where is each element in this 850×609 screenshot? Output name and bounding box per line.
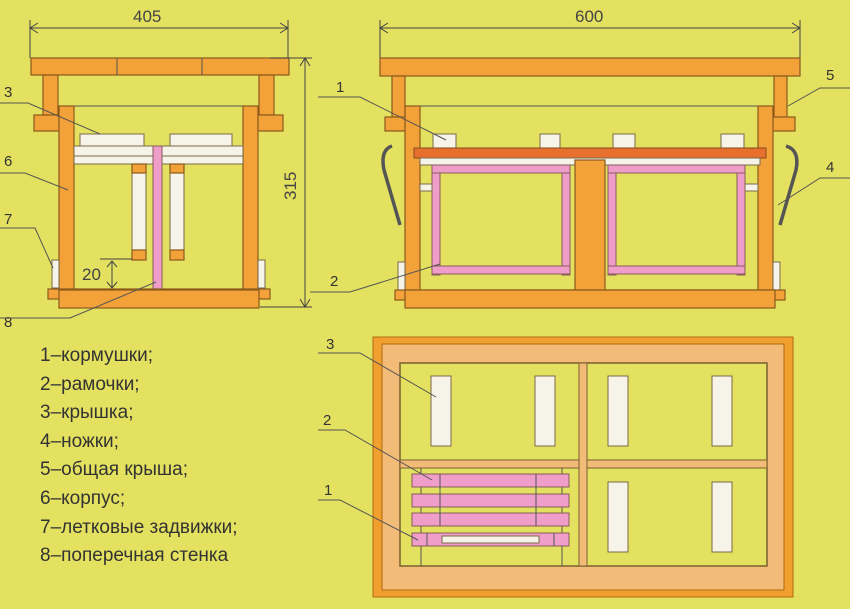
callout-3-left: 3 [4, 84, 12, 101]
callout-3-top: 3 [326, 336, 334, 353]
side-view-left: 405 20 315 3 6 7 8 [0, 7, 312, 331]
dimension-gap: 20 [82, 265, 101, 284]
side-view-right: 600 1 5 4 2 [310, 7, 850, 309]
callout-4: 4 [826, 159, 834, 176]
legend-item: 2–рамочки; [40, 373, 140, 395]
callout-1-right: 1 [336, 79, 344, 96]
legend: 1–кормушки; 2–рамочки; 3–крышка; 4–ножки… [40, 342, 238, 571]
callout-5: 5 [826, 67, 834, 84]
dimension-height-left: 315 [281, 172, 300, 200]
legend-item: 4–ножки; [40, 430, 119, 452]
callout-7: 7 [4, 211, 12, 228]
legend-item: 8–поперечная стенка [40, 545, 229, 567]
callout-1-top: 1 [324, 482, 332, 499]
callout-8: 8 [4, 314, 12, 331]
dimension-width-right: 600 [575, 7, 603, 26]
callout-6: 6 [4, 153, 12, 170]
callout-2-top: 2 [323, 412, 331, 429]
legend-item: 3–крышка; [40, 402, 134, 424]
legend-item: 1–кормушки; [40, 345, 154, 366]
legend-item: 7–летковые задвижки; [40, 516, 238, 538]
legend-item: 5–общая крыша; [40, 459, 188, 481]
legend-item: 6–корпус; [40, 487, 126, 509]
callout-2-right: 2 [330, 273, 338, 290]
top-view: 3 2 1 [318, 336, 794, 598]
dimension-width-left: 405 [133, 7, 161, 26]
